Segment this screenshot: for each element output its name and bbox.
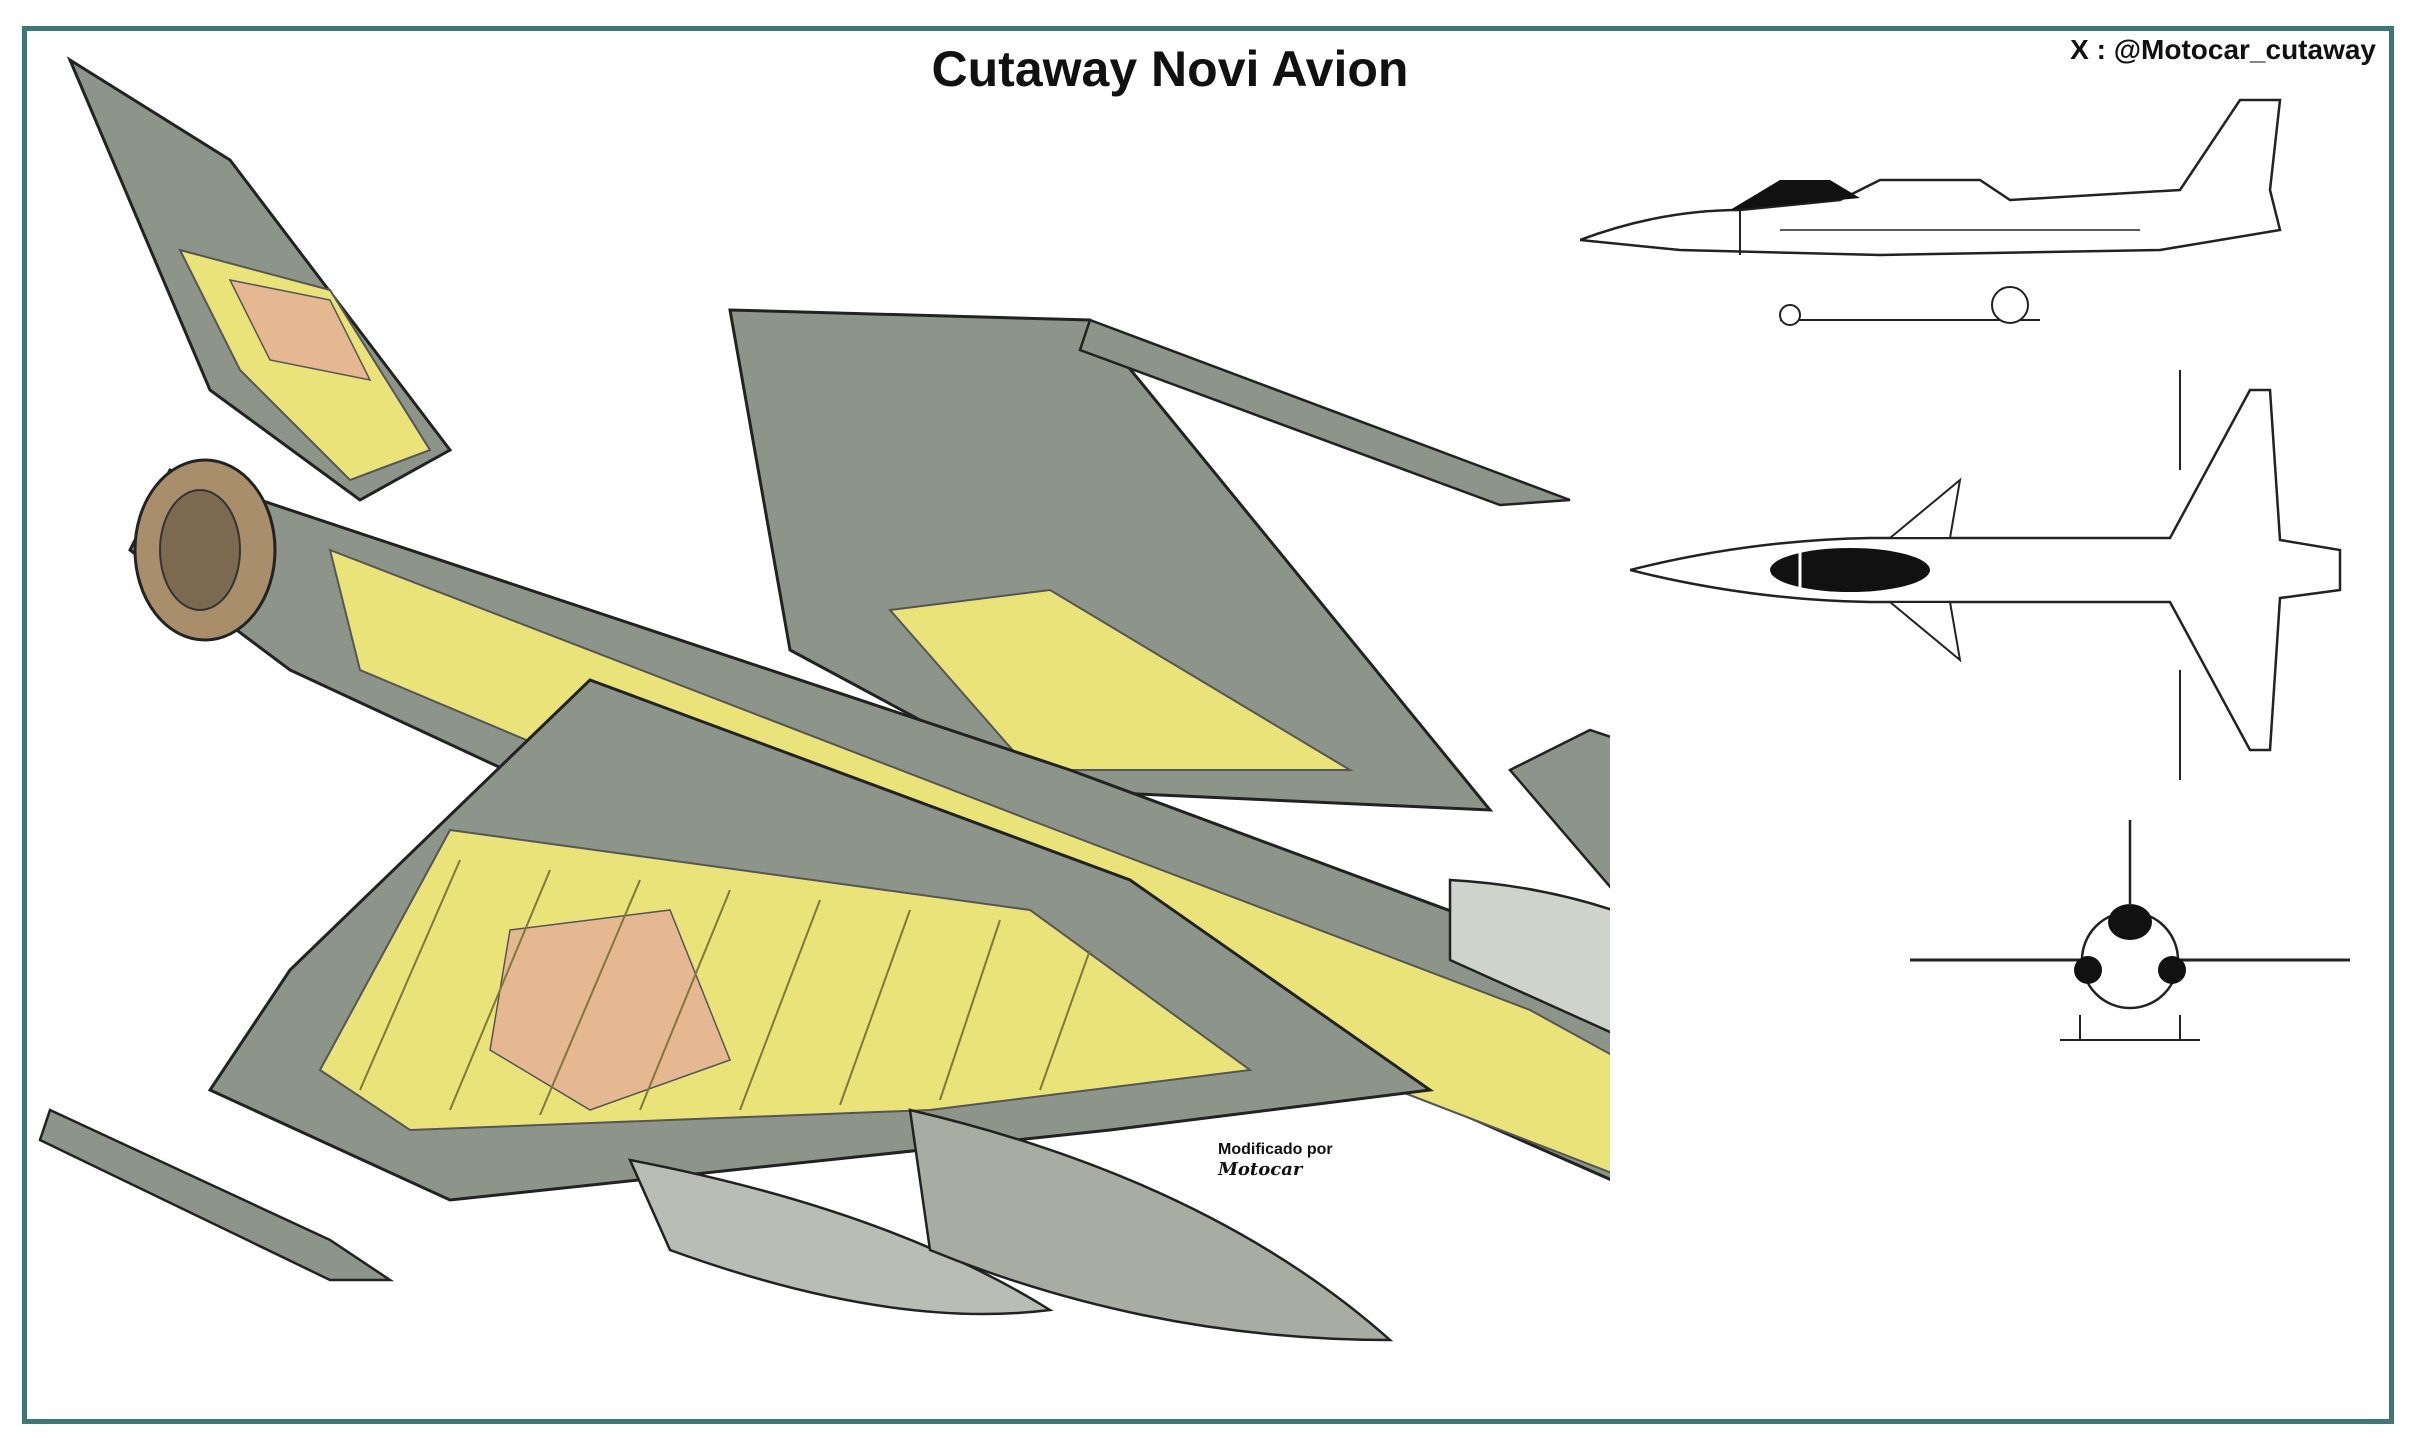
page-title: Cutaway Novi Avion (931, 41, 1409, 97)
far-wingtip-missile (1078, 318, 1571, 507)
plan-view-canopy (1770, 548, 1930, 592)
front-view (1910, 820, 2350, 1041)
nozzle-inner (159, 489, 241, 611)
cutaway-illustration (38, 56, 1610, 1342)
far-wing-structure (888, 588, 1354, 771)
credit-line1: Modificado por (1218, 1141, 1333, 1158)
credit: Modificado por Motocar (1218, 1140, 1333, 1181)
canopy (1448, 878, 1610, 1034)
far-wing (728, 308, 1494, 812)
front-view-canopy (2108, 904, 2152, 940)
drop-tank-left (627, 1158, 1054, 1316)
near-wingtip-missile (38, 1108, 395, 1282)
drop-tank-right (908, 1108, 1394, 1342)
side-view-canopy (1730, 180, 1860, 210)
side-view (1580, 98, 2282, 326)
social-handle: X : @Motocar_cutaway (2070, 34, 2376, 65)
wing-ribs (359, 859, 1091, 1116)
canard (1508, 728, 1610, 889)
tail-fin-tank (228, 278, 372, 382)
plan-view (1630, 370, 2342, 780)
credit-signature: Motocar (1218, 1159, 1303, 1181)
near-wing-tank (489, 909, 731, 1111)
border-frame (22, 26, 2394, 1424)
